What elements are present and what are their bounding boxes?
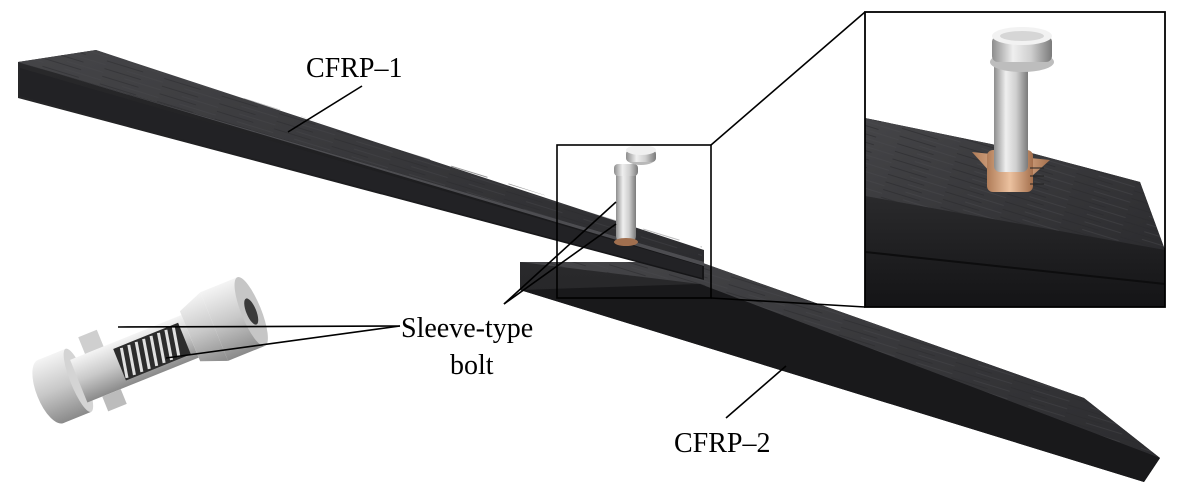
installed-bolt: [614, 145, 656, 246]
sleeve-bolt-cutaway: [32, 277, 268, 424]
bolt-leader-2: [165, 325, 401, 359]
zoom-inset: [864, 11, 1166, 308]
bolt-leader-1: [117, 325, 401, 328]
zoom-connector-bottom: [710, 297, 866, 308]
cfrp-2-leader: [725, 365, 787, 419]
bolt-leader-3: [503, 201, 617, 305]
sleeve-type-bolt-label-line1: Sleeve-type: [401, 313, 533, 344]
bolt-leader-4: [503, 223, 617, 305]
cfrp-1-leader: [287, 85, 363, 133]
cfrp-2-label: CFRP–2: [674, 428, 771, 459]
zoom-connector-top: [710, 11, 866, 146]
detail-frame: [556, 144, 712, 299]
cfrp-2-laminate: [520, 262, 1160, 482]
sleeve-type-bolt-label-line2: bolt: [450, 350, 494, 381]
cfrp-1-laminate: [18, 50, 704, 280]
cfrp-1-label: CFRP–1: [306, 53, 403, 84]
